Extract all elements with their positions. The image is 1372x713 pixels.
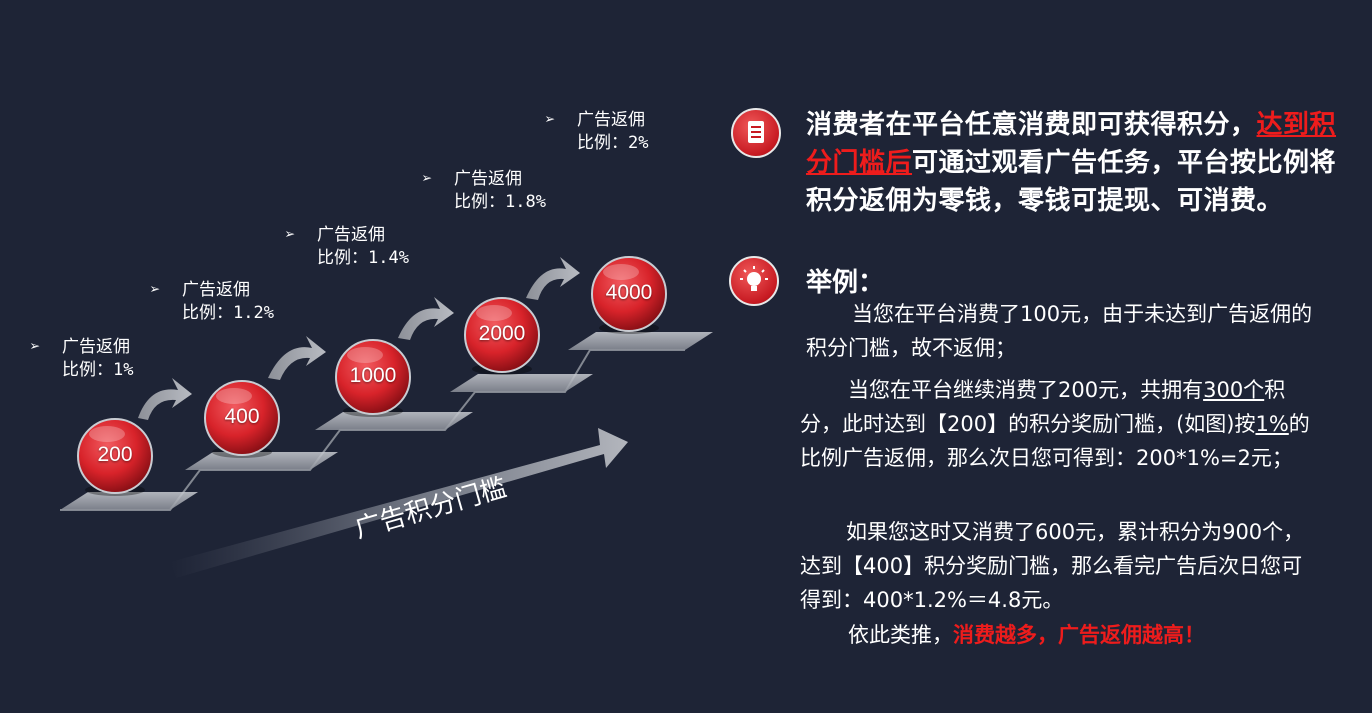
rate-note: ➢ 广告返佣比例：1.8% (422, 168, 546, 214)
p2-underline-1: 300个 (1203, 378, 1265, 402)
ball-value-label: 200 (97, 443, 133, 466)
rate-note: ➢ 广告返佣比例：1% (30, 336, 134, 382)
p4-text: 依此类推， (848, 623, 953, 647)
growth-arrow (170, 428, 628, 578)
document-icon (731, 108, 781, 158)
value-ball (77, 418, 153, 494)
lightbulb-icon (729, 256, 779, 306)
ball-value-label: 1000 (349, 364, 397, 387)
ball-value-label: 2000 (478, 322, 526, 345)
ball-highlight (216, 388, 252, 404)
headline-part1: 消费者在平台任意消费即可获得积分， (806, 110, 1257, 140)
headline-highlight: 达到积分门槛后 (806, 110, 1337, 178)
p2-text-a: 当您在平台继续消费了200元，共拥有 (848, 378, 1204, 402)
curved-arrow-icon (526, 257, 580, 300)
note-line1: 广告返佣 (62, 337, 130, 357)
note-line2: 比例：1% (62, 360, 134, 380)
note-line1: 广告返佣 (182, 280, 250, 300)
step-platform (60, 492, 198, 510)
ball-highlight (347, 347, 383, 363)
ball-highlight (476, 305, 512, 321)
bullet-arrow-icon: ➢ (285, 225, 296, 245)
note-line2: 比例：1.8% (454, 192, 546, 212)
bullet-arrow-icon: ➢ (545, 110, 556, 130)
ball-value-label: 4000 (605, 281, 653, 304)
connector-arrows (138, 257, 580, 420)
bullet-arrow-icon: ➢ (150, 280, 161, 300)
staircase-diagram (60, 256, 713, 578)
example-title: 举例： (806, 268, 885, 298)
curved-arrow-icon (138, 378, 192, 420)
rate-note: ➢ 广告返佣比例：2% (545, 109, 649, 155)
headline: 消费者在平台任意消费即可获得积分，达到积分门槛后可通过观看广告任务，平台按比例将… (806, 106, 1346, 220)
ball-value-label: 400 (224, 405, 260, 428)
bullet-arrow-icon: ➢ (30, 337, 41, 357)
note-line1: 广告返佣 (317, 225, 385, 245)
note-line2: 比例：1.4% (317, 248, 409, 268)
step-platform (568, 332, 713, 350)
note-line2: 比例：2% (577, 133, 649, 153)
step-platform (185, 452, 338, 470)
note-line1: 广告返佣 (577, 110, 645, 130)
rate-note: ➢ 广告返佣比例：1.2% (150, 279, 274, 325)
value-ball (591, 256, 667, 332)
headline-part2: 可通过观看广告任务，平台按比例将积分返佣为零钱，零钱可提现、可消费。 (806, 148, 1337, 216)
note-line2: 比例：1.2% (182, 303, 274, 323)
bullet-arrow-icon: ➢ (422, 169, 433, 189)
note-line1: 广告返佣 (454, 169, 522, 189)
ball-highlight (89, 426, 125, 442)
curved-arrow-icon (398, 297, 454, 340)
p2-text-b: 积分，此时达到【200】的积分奖励门槛，(如图)按 (800, 378, 1286, 436)
platforms (60, 332, 713, 510)
example-p2: 当您在平台继续消费了200元，共拥有300个积分，此时达到【200】的积分奖励门… (800, 373, 1320, 475)
ball-highlight (603, 264, 639, 280)
value-ball (464, 297, 540, 373)
rate-note: ➢ 广告返佣比例：1.4% (285, 224, 409, 270)
curved-arrow-icon (268, 336, 326, 380)
example-p3: 如果您这时又消费了600元，累计积分为900个，达到【400】积分奖励门槛，那么… (800, 520, 1305, 612)
p2-underline-2: 1% (1255, 412, 1289, 436)
example-p4: 依此类推，消费越多，广告返佣越高！ (800, 618, 1320, 652)
value-ball (335, 339, 411, 415)
example-p1: 当您在平台消费了100元，由于未达到广告返佣的积分门槛，故不返佣； (806, 302, 1313, 360)
p2-text-c: 的比例广告返佣，那么次日您可得到：200*1%=2元； (800, 412, 1310, 470)
p4-highlight: 消费越多，广告返佣越高！ (953, 623, 1205, 647)
step-platform (450, 374, 593, 392)
value-balls (77, 256, 667, 496)
step-platform (315, 412, 473, 430)
value-ball (204, 380, 280, 456)
